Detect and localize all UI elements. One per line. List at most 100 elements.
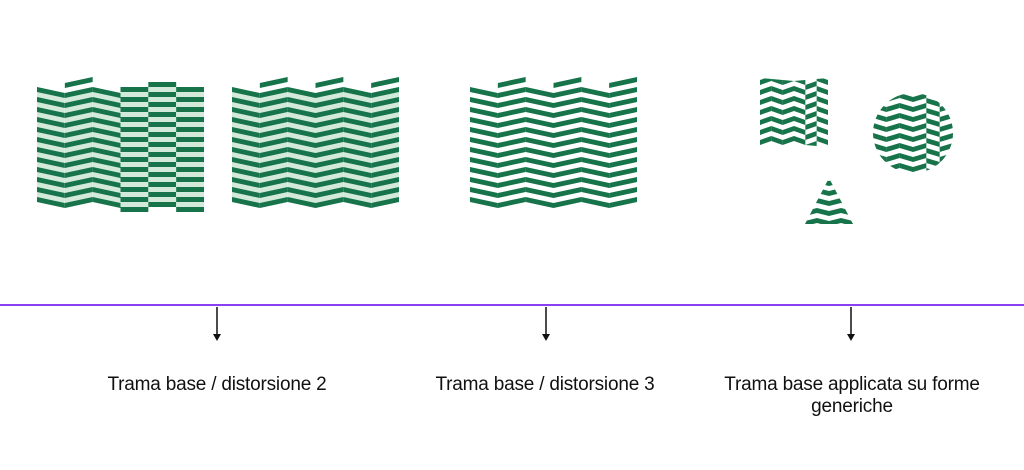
pattern-stripe — [37, 197, 65, 208]
pattern-stripe — [287, 107, 316, 118]
pattern-stripe — [315, 187, 344, 198]
pattern-stripe — [148, 162, 177, 167]
pattern-stripe — [886, 113, 900, 122]
pattern-stripe — [817, 198, 829, 206]
pattern-background — [287, 87, 316, 207]
pattern-stripe — [148, 172, 177, 177]
pattern-stripe — [886, 153, 900, 162]
pattern-stripe — [497, 167, 526, 178]
pattern-stripe — [913, 93, 927, 102]
pattern-stripe — [343, 157, 372, 168]
pattern-stripe — [805, 81, 817, 90]
pattern-background — [371, 87, 399, 207]
pattern-stripe — [926, 148, 940, 157]
pattern-stripe — [782, 96, 794, 105]
pattern-stripe — [287, 157, 316, 168]
pattern-background — [259, 87, 288, 207]
pattern-stripe — [913, 163, 927, 172]
pattern-stripe — [771, 126, 783, 135]
pattern-stripe — [470, 87, 498, 98]
pattern-stripe — [315, 97, 344, 108]
pattern-stripe — [120, 97, 149, 102]
pattern-stripe — [470, 157, 498, 168]
pattern-stripe — [829, 218, 841, 224]
pattern-stripe — [609, 177, 637, 188]
pattern-stripe — [315, 167, 344, 178]
pattern-stripe — [497, 137, 526, 148]
pattern-stripe — [287, 167, 316, 178]
pattern-stripe — [343, 147, 372, 158]
pattern-stripe — [829, 208, 841, 216]
pattern-stripe — [343, 107, 372, 118]
pattern-stripe — [470, 137, 498, 148]
pattern-stripe — [899, 143, 913, 152]
pattern-stripe — [120, 207, 149, 212]
pattern-stripe — [92, 197, 121, 208]
pattern-stripe — [841, 188, 853, 196]
pattern-stripe — [148, 132, 177, 137]
pattern-stripe — [913, 143, 927, 152]
pattern-stripe — [581, 197, 610, 208]
pattern-stripe — [315, 197, 344, 208]
pattern-stripe — [37, 147, 65, 158]
pattern-stripe — [497, 77, 526, 88]
pattern-stripe — [470, 187, 498, 198]
pattern-stripe — [581, 177, 610, 188]
pattern-stripe — [343, 167, 372, 178]
pattern-stripe — [287, 97, 316, 108]
pattern-stripe — [470, 107, 498, 118]
pattern-stripe — [553, 97, 582, 108]
pattern-stripe — [886, 143, 900, 152]
pattern-stripe — [120, 117, 149, 122]
pattern-stripe — [609, 87, 637, 98]
pattern-stripe — [873, 153, 887, 162]
pattern-stripe — [64, 197, 93, 208]
pattern-stripe — [805, 91, 817, 100]
pattern-stripe — [37, 177, 65, 188]
pattern-stripe — [148, 112, 177, 117]
pattern-stripe — [37, 97, 65, 108]
pattern-stripe — [913, 113, 927, 122]
pattern-stripe — [371, 87, 399, 98]
pattern-stripe — [794, 126, 806, 135]
pattern-stripe — [805, 121, 817, 130]
pattern-stripe — [148, 192, 177, 197]
pattern-stripe — [899, 133, 913, 142]
pattern-stripe — [315, 127, 344, 138]
pattern-stripe — [609, 127, 637, 138]
pattern-stripe — [232, 177, 260, 188]
pattern-stripe — [315, 177, 344, 188]
pattern-stripe — [259, 197, 288, 208]
pattern-stripe — [939, 163, 953, 172]
pattern-stripe — [805, 208, 817, 216]
pattern-stripe — [287, 177, 316, 188]
pattern-stripe — [148, 142, 177, 147]
pattern-stripe — [794, 86, 806, 95]
pattern-stripe — [926, 108, 940, 117]
pattern-stripe — [816, 96, 828, 105]
pattern-stripe — [64, 147, 93, 158]
pattern-stripe — [343, 137, 372, 148]
pattern-stripe — [371, 97, 399, 108]
pattern-stripe — [259, 87, 288, 98]
pattern-stripe — [816, 78, 828, 85]
pattern-stripe — [873, 113, 887, 122]
pattern-stripe — [841, 208, 853, 216]
label-generic-shapes: Trama base applicata su forme generiche — [724, 374, 980, 417]
pattern-stripe — [794, 78, 806, 85]
pattern-stripe — [816, 146, 828, 147]
pattern-stripe — [760, 136, 772, 145]
pattern-stripe — [939, 133, 953, 142]
pattern-stripe — [805, 188, 817, 196]
pattern-stripe — [581, 137, 610, 148]
pattern-stripe — [609, 117, 637, 128]
pattern-stripe — [371, 197, 399, 208]
pattern-stripe — [371, 127, 399, 138]
pattern-stripe — [232, 117, 260, 128]
pattern-stripe — [92, 127, 121, 138]
pattern-stripe — [232, 187, 260, 198]
pattern-stripe — [841, 218, 853, 224]
pattern-stripe — [939, 113, 953, 122]
pattern-stripe — [525, 187, 554, 198]
pattern-stripe — [553, 157, 582, 168]
